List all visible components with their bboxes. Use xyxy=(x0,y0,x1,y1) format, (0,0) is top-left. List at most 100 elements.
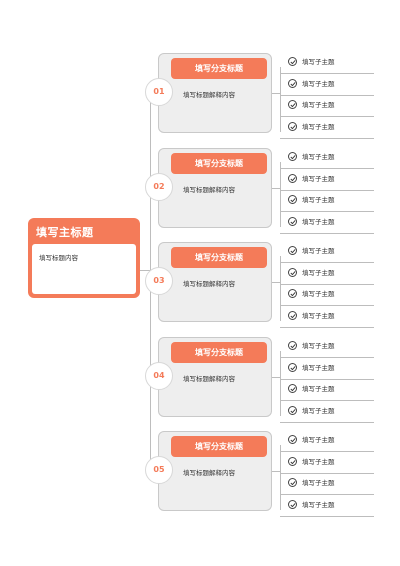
sub-topic-item: 填写子主题 xyxy=(280,95,374,117)
check-circle-icon xyxy=(288,216,297,226)
sub-topic-label: 填写子主题 xyxy=(302,363,335,372)
check-circle-icon xyxy=(288,246,297,255)
sub-topic-item: 填写子主题 xyxy=(280,52,374,74)
branch-box: 填写分支标题填写标题解释内容 xyxy=(158,242,272,322)
branch-title: 填写分支标题 xyxy=(171,58,267,79)
main-topic-title: 填写主标题 xyxy=(36,226,94,239)
sub-underline xyxy=(280,400,374,401)
sub-topic-item: 填写子主题 xyxy=(280,336,374,358)
sub-connector xyxy=(272,93,280,94)
branch-title: 填写分支标题 xyxy=(171,436,267,457)
sub-topic-label: 填写子主题 xyxy=(302,196,335,204)
check-circle-icon xyxy=(288,456,297,466)
sub-topic-item: 填写子主题 xyxy=(280,263,374,285)
sub-underline xyxy=(280,232,374,234)
branch-box: 填写分支标题填写标题解释内容 xyxy=(158,337,272,417)
sub-topic-label: 填写子主题 xyxy=(302,290,335,298)
check-circle-icon xyxy=(288,121,297,131)
sub-topic-label: 填写子主题 xyxy=(302,500,335,509)
check-circle-icon xyxy=(288,499,297,509)
sub-underline xyxy=(280,451,374,452)
trunk-connector xyxy=(140,270,150,271)
sub-topic-item: 填写子主题 xyxy=(280,430,374,452)
sub-topic-label: 填写子主题 xyxy=(302,79,335,88)
check-circle-icon xyxy=(288,478,297,487)
check-circle-icon xyxy=(288,57,297,66)
sub-topic-label: 填写子主题 xyxy=(302,436,335,444)
sub-topic-item: 填写子主题 xyxy=(280,284,374,306)
branch-desc: 填写标题解释内容 xyxy=(183,91,235,99)
sub-topic-label: 填写子主题 xyxy=(302,479,335,487)
sub-spine xyxy=(280,351,281,416)
check-circle-icon xyxy=(288,289,297,298)
sub-underline xyxy=(280,378,374,380)
sub-topic-item: 填写子主题 xyxy=(280,169,374,191)
sub-topic-label: 填写子主题 xyxy=(302,58,335,66)
sub-underline xyxy=(280,283,374,285)
sub-topic-item: 填写子主题 xyxy=(280,473,374,495)
check-circle-icon xyxy=(288,310,297,320)
sub-topic-item: 填写子主题 xyxy=(280,117,374,139)
sub-topic-item: 填写子主题 xyxy=(280,306,374,328)
sub-topic-item: 填写子主题 xyxy=(280,147,374,169)
branch-desc: 填写标题解释内容 xyxy=(183,469,235,477)
main-topic-body: 填写标题内容 xyxy=(32,244,136,294)
check-circle-icon xyxy=(288,384,297,393)
sub-connector xyxy=(272,282,280,283)
sub-underline xyxy=(280,94,374,96)
sub-underline xyxy=(280,305,374,306)
sub-connector xyxy=(272,471,280,472)
sub-underline xyxy=(280,494,374,495)
check-circle-icon xyxy=(288,267,297,277)
check-circle-icon xyxy=(288,405,297,415)
sub-underline xyxy=(280,472,374,474)
branch-title: 填写分支标题 xyxy=(171,247,267,268)
sub-connector xyxy=(272,188,280,189)
check-circle-icon xyxy=(288,173,297,183)
sub-topic-item: 填写子主题 xyxy=(280,241,374,263)
branch-box: 填写分支标题填写标题解释内容 xyxy=(158,53,272,133)
sub-topic-label: 填写子主题 xyxy=(302,153,335,161)
branch-title: 填写分支标题 xyxy=(171,153,267,174)
sub-spine xyxy=(280,256,281,321)
sub-topic-label: 填写子主题 xyxy=(302,101,335,109)
sub-topic-label: 填写子主题 xyxy=(302,122,335,131)
check-circle-icon xyxy=(288,341,297,350)
sub-connector xyxy=(272,377,280,378)
branch-box: 填写分支标题填写标题解释内容 xyxy=(158,431,272,511)
check-circle-icon xyxy=(288,152,297,161)
sub-underline xyxy=(280,326,374,328)
sub-underline xyxy=(280,73,374,74)
sub-topic-item: 填写子主题 xyxy=(280,401,374,423)
sub-topic-item: 填写子主题 xyxy=(280,212,374,234)
sub-underline xyxy=(280,262,374,263)
sub-underline xyxy=(280,116,374,117)
branch-number: 01 xyxy=(145,78,173,106)
sub-underline xyxy=(280,137,374,139)
sub-spine xyxy=(280,162,281,227)
sub-topic-item: 填写子主题 xyxy=(280,74,374,96)
branch-box: 填写分支标题填写标题解释内容 xyxy=(158,148,272,228)
sub-spine xyxy=(280,445,281,510)
branch-desc: 填写标题解释内容 xyxy=(183,375,235,383)
sub-underline xyxy=(280,515,374,517)
branch-number: 03 xyxy=(145,267,173,295)
sub-topic-label: 填写子主题 xyxy=(302,217,335,226)
sub-topic-item: 填写子主题 xyxy=(280,358,374,380)
sub-topic-label: 填写子主题 xyxy=(302,342,335,350)
sub-topic-label: 填写子主题 xyxy=(302,311,335,320)
main-topic-box: 填写主标题 填写标题内容 xyxy=(28,218,140,298)
sub-topic-label: 填写子主题 xyxy=(302,457,335,466)
sub-topic-label: 填写子主题 xyxy=(302,385,335,393)
sub-underline xyxy=(280,168,374,169)
sub-topic-item: 填写子主题 xyxy=(280,495,374,517)
sub-topic-label: 填写子主题 xyxy=(302,406,335,415)
branch-number: 04 xyxy=(145,362,173,390)
sub-underline xyxy=(280,211,374,212)
sub-topic-item: 填写子主题 xyxy=(280,452,374,474)
branch-desc: 填写标题解释内容 xyxy=(183,280,235,288)
sub-topic-label: 填写子主题 xyxy=(302,247,335,255)
sub-topic-label: 填写子主题 xyxy=(302,174,335,183)
check-circle-icon xyxy=(288,195,297,204)
check-circle-icon xyxy=(288,362,297,372)
